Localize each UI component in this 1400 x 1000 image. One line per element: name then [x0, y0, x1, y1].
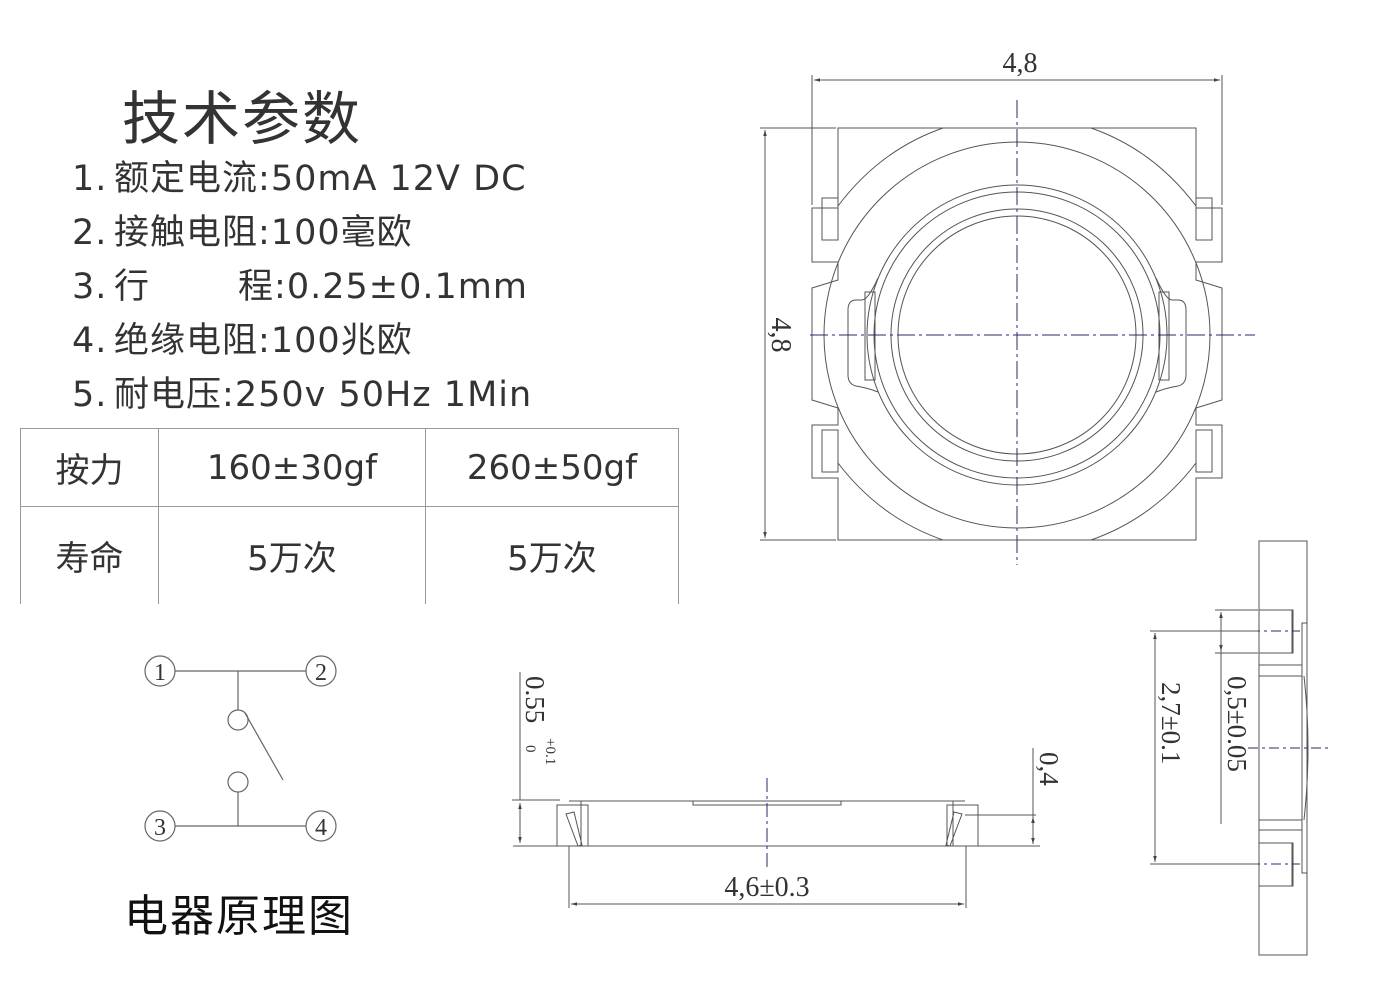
row-label: 按力 — [20, 428, 159, 507]
side-terminal-width-dim: 0,5±0.05 — [1222, 676, 1252, 772]
spec-item-rated-current: 1.额定电流:50mA 12V DC — [72, 159, 527, 199]
front-height-tol-upper: +0.1 — [542, 738, 558, 765]
performance-table: 按力 160±30gf 260±50gf 寿命 5万次 5万次 — [20, 428, 679, 604]
row-label: 寿命 — [20, 506, 159, 604]
table-cell: 160±30gf — [158, 428, 426, 507]
side-view-dimensions — [1150, 609, 1258, 865]
top-view-dimensions — [760, 75, 1223, 541]
front-width-dim: 4,6±0.3 — [724, 872, 809, 903]
spec-title: 技术参数 — [122, 85, 363, 153]
pin-3-label: 3 — [154, 815, 166, 841]
front-height-dim: 0.55 — [520, 676, 550, 723]
table-cell: 5万次 — [425, 506, 679, 604]
pin-1-label: 1 — [154, 660, 166, 686]
front-view-dimensions — [512, 672, 1036, 908]
table-cell: 260±50gf — [425, 428, 679, 507]
side-pitch-dim: 2,7±0.1 — [1156, 682, 1186, 764]
schematic-caption: 电器原理图 — [124, 891, 354, 942]
table-row-operating-force: 按力 160±30gf 260±50gf — [20, 428, 679, 507]
spec-item-insulation-resistance: 4.绝缘电阻:100兆欧 — [72, 321, 413, 361]
top-width-dim: 4,8 — [1003, 48, 1038, 79]
top-height-dim: 4,8 — [765, 318, 796, 353]
pin-4-label: 4 — [315, 815, 327, 841]
front-view — [513, 800, 1040, 847]
spec-item-travel: 3.行程:0.25±0.1mm — [72, 267, 528, 307]
switch-schematic — [144, 655, 337, 842]
spec-item-withstand-voltage: 5.耐电压:250v 50Hz 1Min — [72, 375, 533, 415]
top-view-center-lines — [810, 100, 1255, 565]
front-height-tol-lower: 0 — [522, 745, 538, 753]
side-view-center-lines — [1248, 630, 1330, 865]
front-terminal-height-dim: 0,4 — [1034, 752, 1064, 786]
pin-2-label: 2 — [315, 660, 327, 686]
spec-item-contact-resistance: 2.接触电阻:100毫欧 — [72, 213, 413, 253]
table-row-life: 寿命 5万次 5万次 — [20, 506, 679, 604]
table-cell: 5万次 — [158, 506, 426, 604]
